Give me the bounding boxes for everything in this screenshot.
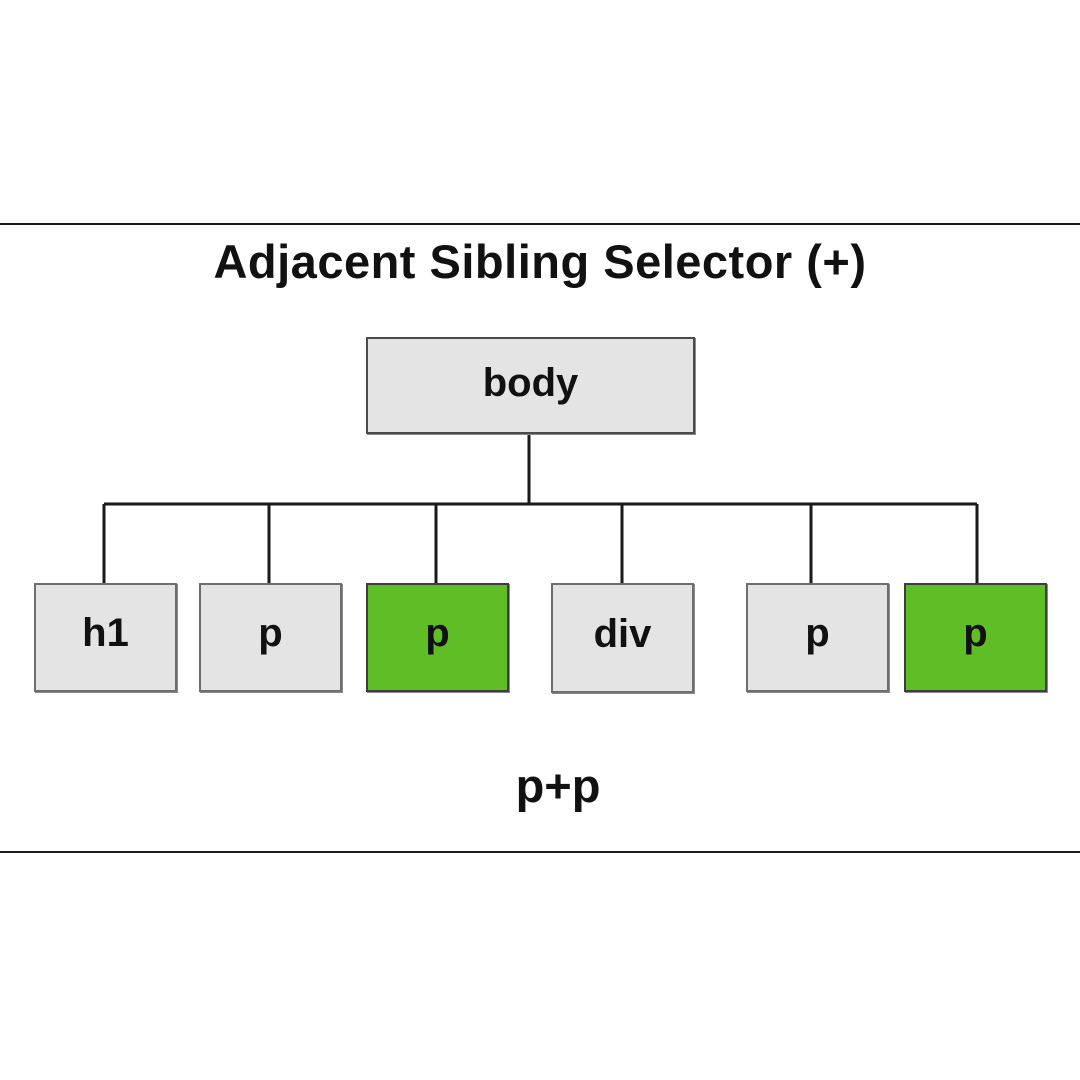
node-p-3-label: p — [805, 611, 830, 655]
node-p-2-highlighted: p — [366, 583, 509, 692]
node-body: body — [366, 337, 695, 434]
node-p-1-label: p — [258, 611, 283, 655]
diagram-title: Adjacent Sibling Selector (+) — [213, 235, 867, 288]
selector-caption: p+p — [515, 759, 601, 812]
node-div: div — [551, 583, 694, 693]
bottom-divider — [0, 851, 1080, 853]
node-p-2-label: p — [425, 611, 450, 655]
node-body-label: body — [482, 361, 579, 405]
node-p-1: p — [199, 583, 342, 692]
node-h1: h1 — [34, 583, 177, 692]
node-p-4-label: p — [963, 611, 988, 655]
node-h1-label: h1 — [82, 611, 129, 655]
node-p-3: p — [746, 583, 889, 692]
top-divider — [0, 223, 1080, 225]
node-p-4-highlighted: p — [904, 583, 1047, 692]
node-div-label: div — [593, 611, 652, 656]
